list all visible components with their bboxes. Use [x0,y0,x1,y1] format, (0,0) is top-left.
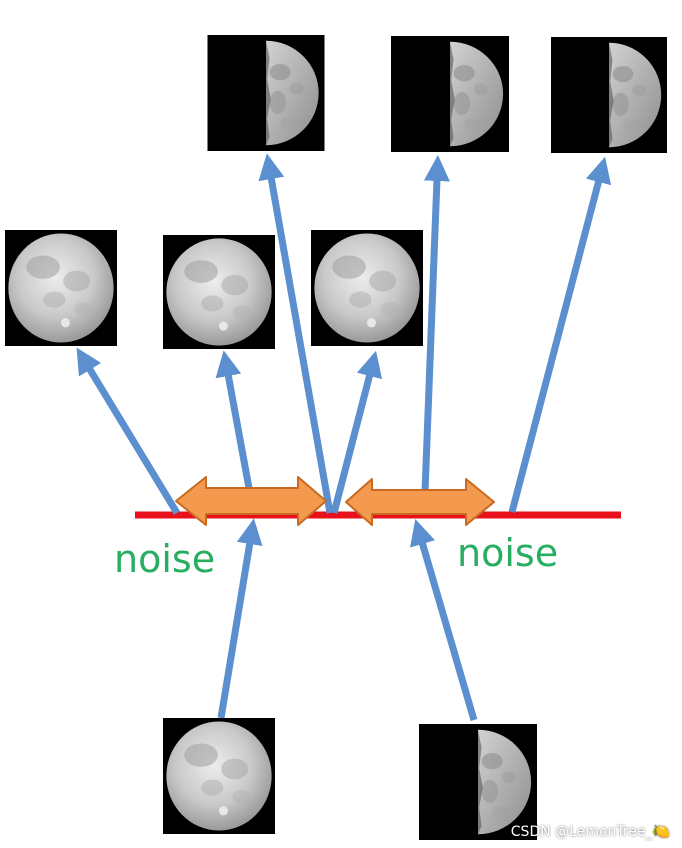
half-moon-output-3-image [551,37,667,153]
full-moon-output-3-image [311,230,423,346]
arrow-half-moon-input [410,518,478,721]
full-moon-output-2-image [163,235,275,349]
full-moon-input-image [163,718,275,834]
half-moon-input-image [419,724,537,840]
arrow-to-full-moon-2 [215,350,253,489]
watermark: CSDN @LemonTree_🍋 [510,824,670,840]
noise-range-arrow-right [345,478,495,526]
noise-label-left: noise [114,537,216,581]
arrow-to-half-moon-3 [508,156,612,513]
half-moon-output-2-image [391,36,509,152]
full-moon-output-1-image [5,230,117,346]
arrow-to-half-moon-2 [421,155,450,493]
input-arrows [217,518,478,721]
arrow-to-full-moon-3 [330,350,383,514]
half-moon-output-1-image [207,35,325,151]
noise-range-arrow-left [175,476,327,526]
arrow-full-moon-input [217,518,263,719]
arrow-to-full-moon-1 [76,347,180,515]
noise-label-right: noise [457,531,559,575]
arrow-to-half-moon-1 [258,153,334,514]
output-arrows [76,153,612,515]
